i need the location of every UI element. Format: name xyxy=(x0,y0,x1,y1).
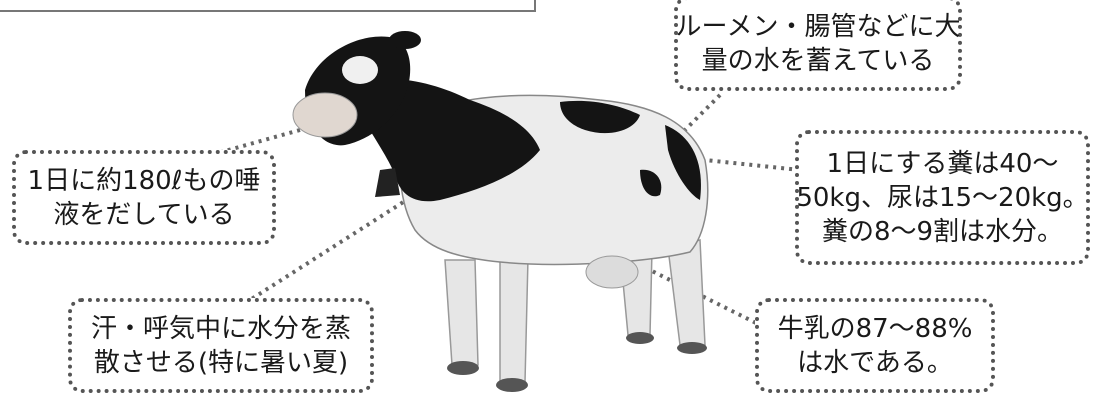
leader-sweat xyxy=(250,185,430,300)
rumen-line-2: 量の水を蓄えている xyxy=(676,44,961,78)
cow-muzzle xyxy=(293,93,357,137)
hoof-1 xyxy=(447,361,479,375)
hoof-2 xyxy=(496,378,528,392)
callout-saliva: 1日に約180ℓもの唾 液をだしている xyxy=(12,150,276,245)
rumen-line-1: ルーメン・腸管などに大 xyxy=(676,10,961,44)
saliva-line-2: 液をだしている xyxy=(28,198,261,232)
feces-line-3: 糞の8～9割は水分。 xyxy=(796,215,1088,249)
callout-sweat: 汗・呼気中に水分を蒸 散させる(特に暑い夏) xyxy=(68,298,374,393)
callout-feces: 1日にする糞は40～ 50kg、尿は15～20kg。 糞の8～9割は水分。 xyxy=(795,130,1090,265)
feces-line-2: 50kg、尿は15～20kg。 xyxy=(796,181,1088,215)
front-left-leg xyxy=(445,260,478,365)
hoof-4 xyxy=(677,342,707,354)
white-face xyxy=(342,56,378,84)
milk-line-1: 牛乳の87～88% xyxy=(778,312,973,346)
ear-icon xyxy=(389,31,421,49)
milk-line-2: は水である。 xyxy=(778,346,973,380)
sweat-line-1: 汗・呼気中に水分を蒸 xyxy=(91,312,351,346)
leader-milk xyxy=(650,270,770,330)
feces-line-1: 1日にする糞は40～ xyxy=(796,147,1088,181)
udder xyxy=(586,256,638,288)
saliva-line-1: 1日に約180ℓもの唾 xyxy=(28,164,261,198)
leader-feces xyxy=(705,160,800,170)
hoof-3 xyxy=(626,332,654,344)
sweat-line-2: 散させる(特に暑い夏) xyxy=(91,346,351,380)
callout-rumen: ルーメン・腸管などに大 量の水を蓄えている xyxy=(674,0,962,91)
callout-milk: 牛乳の87～88% は水である。 xyxy=(755,298,995,393)
front-right-leg xyxy=(500,258,528,382)
